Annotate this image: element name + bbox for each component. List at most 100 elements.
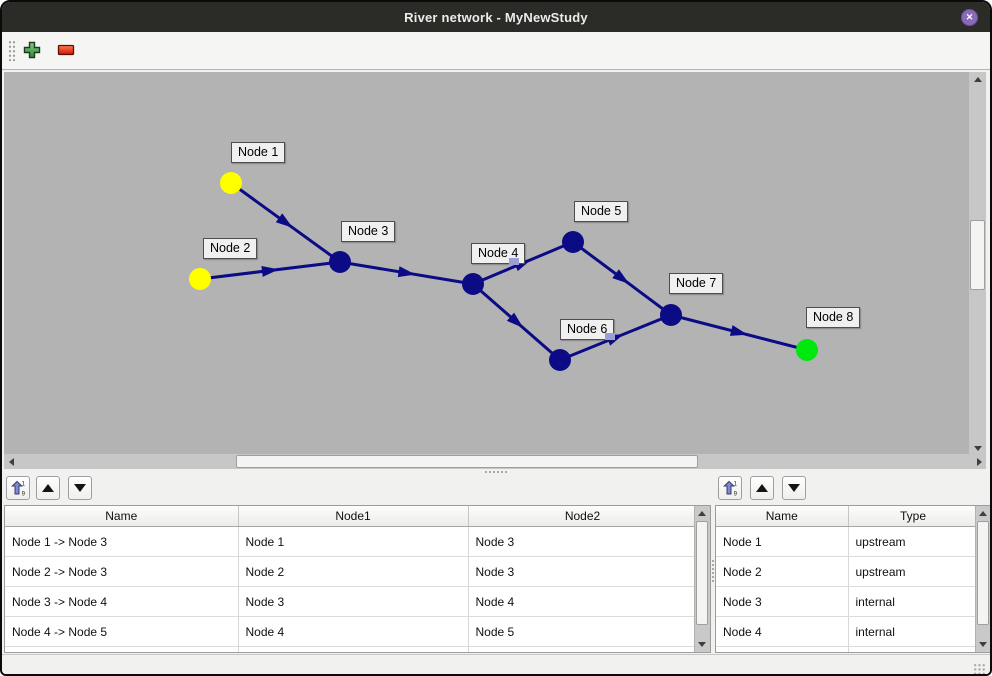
table-cell: Node 2 -> Node 3 bbox=[5, 556, 239, 587]
vertical-scroll-thumb[interactable] bbox=[970, 220, 985, 290]
graph-node[interactable] bbox=[562, 231, 584, 253]
node-label[interactable]: Node 1 bbox=[231, 142, 286, 163]
column-header[interactable]: Name bbox=[5, 506, 239, 527]
table-cell bbox=[468, 646, 698, 652]
table-cell: Node 1 -> Node 3 bbox=[5, 526, 239, 557]
scroll-down-icon bbox=[979, 641, 987, 647]
window-title: River network - MyNewStudy bbox=[404, 9, 588, 25]
table-cell: Node 3 bbox=[468, 526, 698, 557]
nodes-move-up-button[interactable] bbox=[750, 476, 774, 500]
graph-node[interactable] bbox=[549, 349, 571, 371]
node-label[interactable]: Node 6 bbox=[560, 319, 615, 340]
node-label[interactable]: Node 5 bbox=[574, 201, 629, 222]
scroll-up-icon bbox=[973, 76, 982, 82]
table-cell: upstream bbox=[848, 556, 979, 587]
status-bar bbox=[2, 654, 990, 674]
selection-mark bbox=[509, 258, 519, 265]
scroll-left-button[interactable] bbox=[4, 454, 18, 469]
edge-arrow-icon bbox=[729, 325, 748, 336]
table-cell: Node 2 bbox=[716, 556, 849, 587]
reaches-move-down-button[interactable] bbox=[68, 476, 92, 500]
table-cell: internal bbox=[848, 586, 979, 617]
column-header[interactable]: Name bbox=[716, 506, 849, 527]
edge-arrow-icon bbox=[612, 269, 630, 284]
table-cell bbox=[716, 646, 849, 652]
svg-text:1: 1 bbox=[22, 482, 26, 488]
table-cell: Node 5 bbox=[468, 616, 698, 647]
reaches-table-scrollbar[interactable] bbox=[694, 506, 710, 652]
splitter-handle-icon bbox=[484, 470, 508, 475]
close-button[interactable]: ✕ bbox=[961, 9, 978, 26]
canvas-vertical-scrollbar[interactable] bbox=[969, 72, 986, 455]
node-label[interactable]: Node 7 bbox=[669, 273, 724, 294]
scroll-up-button[interactable] bbox=[969, 72, 986, 86]
reaches-sort-button[interactable]: 1 9 bbox=[6, 476, 30, 500]
graph-node[interactable] bbox=[462, 273, 484, 295]
resize-grip-icon[interactable] bbox=[973, 663, 986, 674]
nodes-sort-button[interactable]: 1 9 bbox=[718, 476, 742, 500]
remove-button[interactable] bbox=[54, 38, 78, 62]
scroll-down-button[interactable] bbox=[976, 637, 990, 651]
horizontal-scroll-thumb[interactable] bbox=[236, 455, 698, 468]
table-cell bbox=[848, 646, 979, 652]
move-up-icon bbox=[42, 484, 54, 492]
node-label[interactable]: Node 3 bbox=[341, 221, 396, 242]
scroll-right-button[interactable] bbox=[972, 454, 986, 469]
sort-ascending-1-9-icon: 1 9 bbox=[723, 480, 738, 496]
scroll-up-icon bbox=[979, 510, 987, 516]
svg-text:9: 9 bbox=[22, 491, 26, 496]
canvas-horizontal-scrollbar[interactable] bbox=[4, 454, 986, 469]
graph-node[interactable] bbox=[796, 339, 818, 361]
main-toolbar bbox=[2, 32, 990, 70]
scroll-down-button[interactable] bbox=[969, 441, 986, 455]
move-down-icon bbox=[788, 484, 800, 492]
horizontal-splitter[interactable] bbox=[2, 469, 990, 476]
table-cell: Node 3 bbox=[716, 586, 849, 617]
nodes-move-down-button[interactable] bbox=[782, 476, 806, 500]
table-cell: Node 3 -> Node 4 bbox=[5, 586, 239, 617]
scroll-thumb[interactable] bbox=[696, 521, 708, 625]
graph-node[interactable] bbox=[220, 172, 242, 194]
node-label[interactable]: Node 8 bbox=[806, 307, 861, 328]
table-row[interactable] bbox=[716, 646, 979, 652]
table-cell: internal bbox=[848, 616, 979, 647]
add-button[interactable] bbox=[20, 38, 44, 62]
nodes-table-scrollbar[interactable] bbox=[975, 506, 990, 652]
toolbar-drag-handle-icon[interactable] bbox=[8, 40, 16, 61]
scroll-up-icon bbox=[698, 510, 706, 516]
add-plus-icon bbox=[23, 41, 41, 59]
table-cell: Node 4 bbox=[238, 616, 469, 647]
table-row[interactable] bbox=[5, 646, 698, 652]
vertical-splitter[interactable] bbox=[711, 505, 715, 653]
scroll-up-button[interactable] bbox=[695, 506, 709, 520]
table-cell: Node 1 bbox=[716, 526, 849, 557]
titlebar[interactable]: River network - MyNewStudy ✕ bbox=[2, 2, 990, 32]
scroll-right-icon bbox=[976, 457, 982, 466]
svg-text:9: 9 bbox=[734, 491, 738, 496]
column-header[interactable]: Node1 bbox=[238, 506, 469, 527]
reaches-move-up-button[interactable] bbox=[36, 476, 60, 500]
table-cell: Node 3 bbox=[238, 586, 469, 617]
graph-node[interactable] bbox=[329, 251, 351, 273]
graph-node[interactable] bbox=[189, 268, 211, 290]
column-header[interactable]: Type bbox=[848, 506, 979, 527]
graph-node[interactable] bbox=[660, 304, 682, 326]
scroll-down-icon bbox=[698, 641, 706, 647]
scroll-down-button[interactable] bbox=[695, 637, 709, 651]
scroll-thumb[interactable] bbox=[977, 521, 989, 625]
sort-ascending-1-9-icon: 1 9 bbox=[11, 480, 26, 496]
scroll-up-button[interactable] bbox=[976, 506, 990, 520]
node-label[interactable]: Node 2 bbox=[203, 238, 258, 259]
table-cell: Node 4 bbox=[716, 616, 849, 647]
column-header[interactable]: Node2 bbox=[468, 506, 698, 527]
